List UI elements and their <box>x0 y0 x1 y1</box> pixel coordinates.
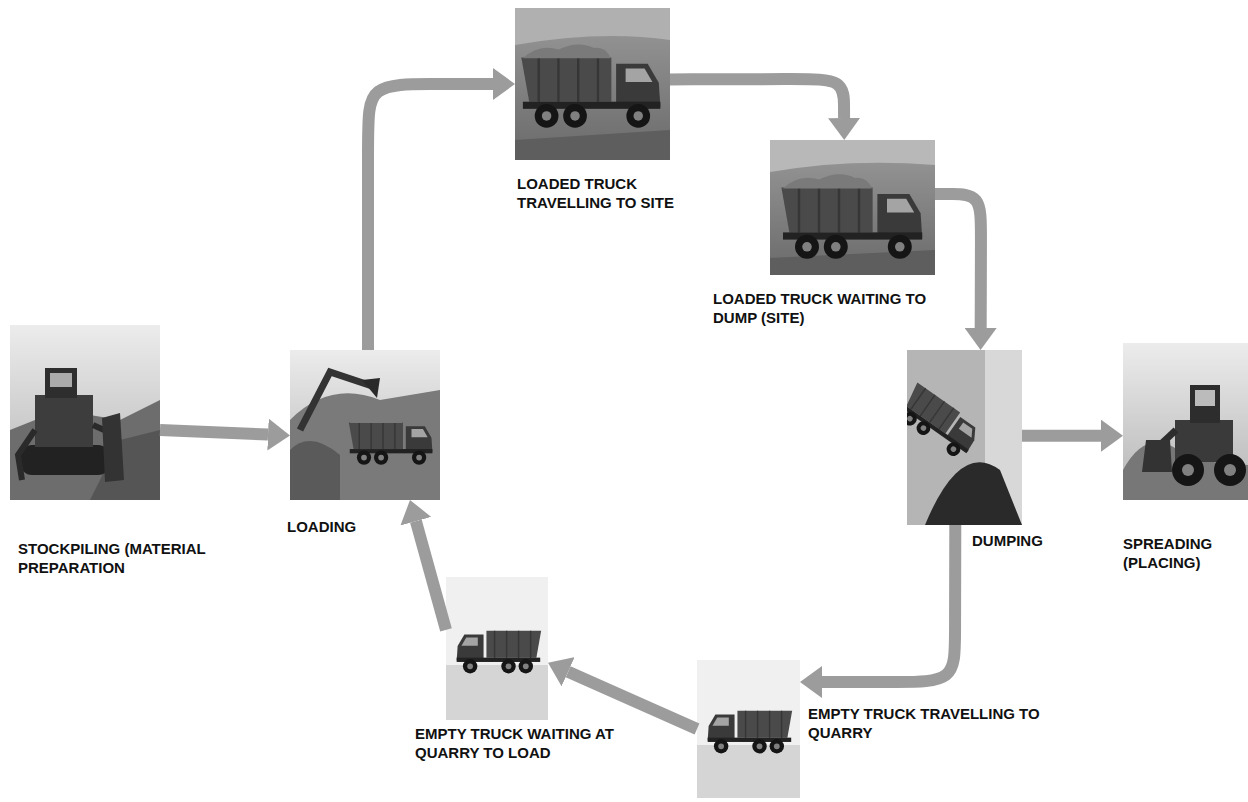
dozer-photo-part <box>93 425 104 430</box>
loader-photo-part <box>1172 454 1204 486</box>
flow-arrow <box>1022 430 1101 442</box>
stage-caption: LOADING <box>287 518 407 537</box>
loader-photo-part <box>1190 385 1220 423</box>
dozer-photo <box>10 325 160 500</box>
loaded-truck-photo-part <box>515 130 670 160</box>
loaded-truck-photo-part <box>515 8 670 160</box>
waiting-truck-photo-part <box>781 188 922 259</box>
empty-truck-photo-part-part <box>457 631 541 674</box>
dumping-photo-part <box>907 382 983 462</box>
empty-truck-photo <box>697 660 800 798</box>
return-photo-box: EMPTY TRUCK TRAVELLING TO QUARRY <box>697 660 800 798</box>
loader-photo-part <box>1182 464 1194 476</box>
loaded-truck-photo <box>515 8 670 160</box>
empty-truck-photo-part <box>446 577 548 720</box>
stage-caption: LOADED TRUCK WAITING TO DUMP (SITE) <box>713 290 955 328</box>
waiting-truck-photo-part <box>770 140 935 172</box>
dozer-photo-part <box>35 395 93 447</box>
loader-photo-part <box>1224 464 1236 476</box>
dozer-photo-part <box>10 325 160 500</box>
flow-arrow <box>935 194 981 328</box>
empty-truck-photo <box>446 577 548 720</box>
dozer-photo-part <box>18 430 35 480</box>
loader-photo <box>1123 343 1248 500</box>
flow-arrow <box>822 525 955 682</box>
dumping-photo-part <box>925 462 1022 525</box>
loader-photo-part <box>1142 440 1172 472</box>
stage-caption: STOCKPILING (MATERIAL PREPARATION <box>18 540 250 578</box>
stage-caption: DUMPING <box>972 532 1092 551</box>
loading-photo-part <box>349 422 433 464</box>
loading-photo-part <box>362 378 380 398</box>
spreading-photo-box: SPREADING (PLACING) <box>1123 343 1248 500</box>
loader-photo-part <box>1123 343 1248 500</box>
loading-photo-part <box>290 350 440 500</box>
stage-caption: SPREADING (PLACING) <box>1123 535 1243 573</box>
queue-photo-box: EMPTY TRUCK WAITING AT QUARRY TO LOAD <box>446 577 548 720</box>
stockpiling-photo-box: STOCKPILING (MATERIAL PREPARATION <box>10 325 160 500</box>
waiting-truck-photo <box>770 140 935 275</box>
dozer-photo-part <box>45 368 77 398</box>
travel-photo-box: LOADED TRUCK TRAVELLING TO SITE <box>515 8 670 160</box>
dumping-photo-box: DUMPING <box>907 350 1022 525</box>
flow-arrow <box>670 79 844 118</box>
waiting-truck-photo-part <box>783 174 872 188</box>
dozer-photo-part <box>102 413 124 482</box>
waiting-truck-photo-part <box>770 250 935 275</box>
stage-caption: EMPTY TRUCK WAITING AT QUARRY TO LOAD <box>415 725 627 763</box>
empty-truck-photo-part <box>697 745 800 798</box>
waiting-photo-box: LOADED TRUCK WAITING TO DUMP (SITE) <box>770 140 935 275</box>
dumping-photo-part-part <box>907 382 983 462</box>
stage-caption: EMPTY TRUCK TRAVELLING TO QUARRY <box>808 705 1044 743</box>
loading-photo-part <box>290 441 340 500</box>
flow-arrow <box>568 672 697 729</box>
loaded-truck-photo-part <box>521 57 660 127</box>
empty-truck-photo-part <box>697 660 800 798</box>
flow-arrow <box>416 521 446 630</box>
empty-truck-photo-part-part <box>708 711 792 754</box>
dozer-photo-part <box>20 445 110 475</box>
loading-photo-part <box>350 415 403 423</box>
empty-truck-photo-part <box>708 711 792 754</box>
dumping-photo <box>907 350 1022 525</box>
flow-arrow <box>160 430 268 435</box>
dozer-photo-part <box>50 373 72 387</box>
empty-truck-photo-part <box>457 631 541 674</box>
loading-photo-box: LOADING <box>290 350 440 500</box>
loaded-truck-photo-part <box>523 44 611 58</box>
flow-arrow <box>368 84 493 350</box>
loader-photo-part <box>1195 390 1215 406</box>
empty-truck-photo-part <box>446 665 548 720</box>
loader-photo-part <box>1214 454 1246 486</box>
waiting-truck-photo-part <box>770 140 935 275</box>
loading-photo <box>290 350 440 500</box>
loaded-truck-photo-part <box>515 8 670 45</box>
stage-caption: LOADED TRUCK TRAVELLING TO SITE <box>517 175 722 213</box>
connector-group <box>160 79 1101 729</box>
